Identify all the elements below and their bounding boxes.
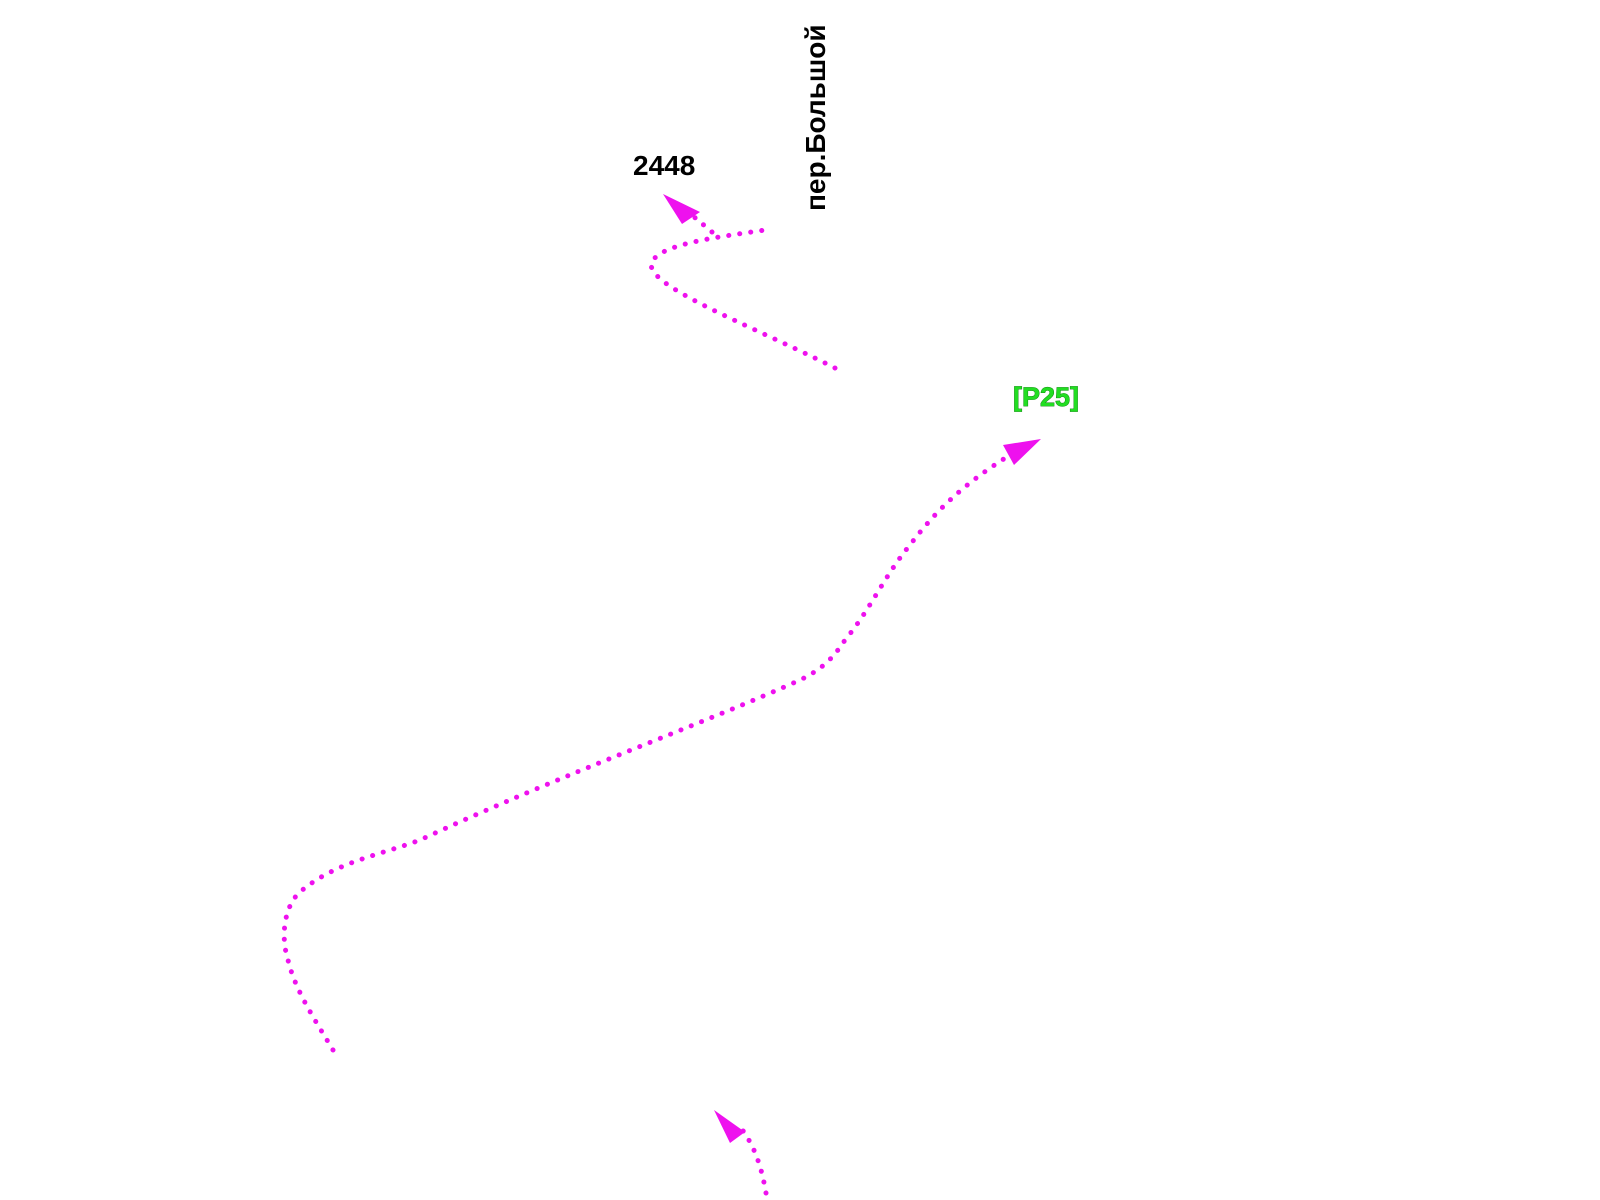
route-segment-north-tail[interactable]	[690, 213, 715, 235]
route-segment-north[interactable]	[648, 227, 838, 371]
route-arrow-north-icon	[663, 194, 700, 224]
street-name-label: пер.Большой	[800, 24, 831, 211]
route-code-label: [P25]	[1013, 382, 1079, 412]
route-segment-main[interactable]	[281, 452, 1013, 1053]
route-arrow-south-icon	[714, 1110, 745, 1143]
route-arrow-p25-icon	[1003, 439, 1041, 465]
route-segment-south[interactable]	[738, 1125, 769, 1196]
number-label: 2448	[633, 150, 695, 181]
